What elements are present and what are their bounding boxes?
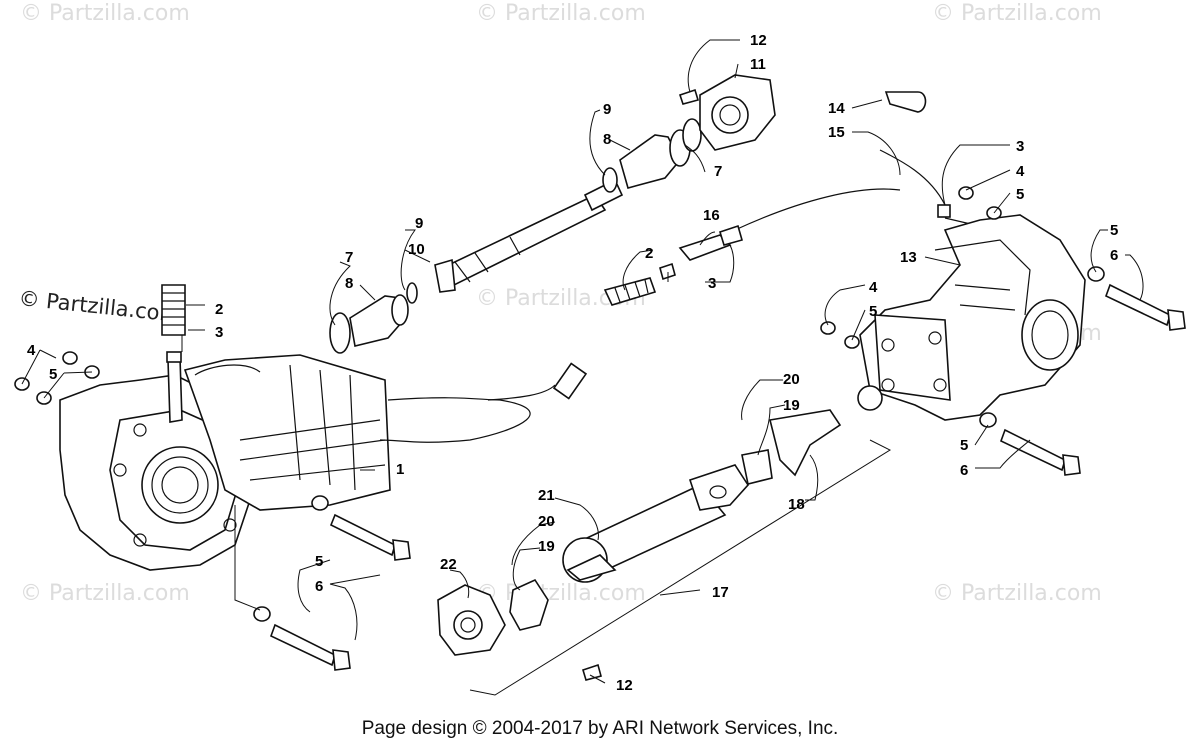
callout-19: 19 [783,397,800,414]
leader-lines [21,39,1144,696]
watermark-prominent: © Partzilla.com [17,286,181,327]
callout-17: 17 [712,584,729,601]
part-16-2-3-right [603,224,743,306]
callout-20: 20 [538,513,555,530]
callout-3: 3 [1016,138,1024,155]
callout-4: 4 [1016,163,1025,180]
part-8-9-upper [602,118,702,193]
watermark: © Partzilla.com [932,581,1102,606]
callout-6: 6 [960,462,968,479]
callout-12: 12 [616,677,633,694]
callout-9: 9 [415,215,423,232]
callout-2: 2 [215,301,223,318]
callout-7: 7 [345,249,353,266]
callout-4: 4 [869,279,878,296]
part-7-8-left [329,282,418,354]
callout-15: 15 [828,124,845,141]
watermark: © Partzilla.com [20,581,190,606]
callout-3: 3 [708,275,716,292]
callout-5: 5 [960,437,968,454]
callout-6: 6 [315,578,323,595]
callout-13: 13 [900,249,917,266]
callout-8: 8 [603,131,611,148]
callout-16: 16 [703,207,720,224]
callout-12: 12 [750,32,767,49]
callout-2: 2 [645,245,653,262]
watermark: © Partzilla.com [932,1,1102,26]
watermark: © Partzilla.com [476,1,646,26]
callout-9: 9 [603,101,611,118]
watermark: © Partzilla.com [476,581,646,606]
callout-21: 21 [538,487,555,504]
part-11-flange [678,74,776,151]
callout-5: 5 [1110,222,1118,239]
callout-4: 4 [27,342,36,359]
callout-3: 3 [215,324,223,341]
rear-drive-housing [857,214,1086,421]
copyright-footer: Page design © 2004-2017 by ARI Network S… [361,718,839,739]
callout-7: 7 [714,163,722,180]
part-2-left [161,284,186,336]
callout-20: 20 [783,371,800,388]
callout-19: 19 [538,538,555,555]
callout-14: 14 [828,100,845,117]
part-14-15-cable [734,91,976,250]
callout-10: 10 [408,241,425,258]
callout-5: 5 [869,303,877,320]
front-gearcase [59,351,588,571]
callout-8: 8 [345,275,353,292]
driveshaft-assembly [437,409,842,681]
part-10-shaft [434,178,624,293]
callout-5: 5 [1016,186,1024,203]
callout-6: 6 [1110,247,1118,264]
callout-18: 18 [788,496,805,513]
callout-11: 11 [750,56,766,73]
callout-22: 22 [440,556,457,573]
bolts-and-washers [14,186,1186,671]
callout-1: 1 [396,461,404,478]
callout-5: 5 [49,366,57,383]
callouts: 1 2 2 3 3 3 4 4 4 5 5 5 5 5 5 6 6 6 7 7 … [27,32,1118,694]
callout-5: 5 [315,553,323,570]
watermark: © Partzilla.com [20,1,190,26]
